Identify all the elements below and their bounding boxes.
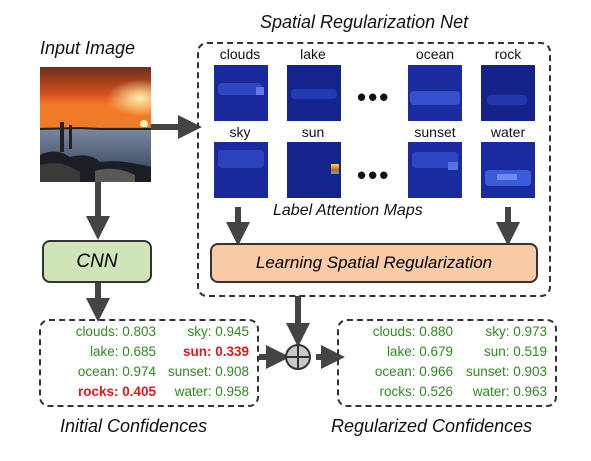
map-label-lake: lake: [300, 46, 326, 62]
sum-node: [285, 344, 311, 370]
initial-row-lake: lake: 0.685: [89, 344, 156, 359]
regularized-row-lake: lake: 0.679: [386, 344, 453, 359]
initial-row-clouds: clouds: 0.803: [75, 324, 156, 339]
initial-row-sky: sky: 0.945: [187, 324, 249, 339]
map-label-sky: sky: [229, 124, 251, 140]
input-image-title: Input Image: [40, 38, 136, 58]
attention-map-clouds: [214, 65, 268, 121]
spatial-net-title: Spatial Regularization Net: [260, 12, 469, 32]
initial-row-sunset: sunset: 0.908: [167, 364, 249, 379]
regularized-row-ocean: ocean: 0.966: [374, 364, 453, 379]
attention-map-sun: [287, 142, 341, 198]
cnn-label: CNN: [76, 250, 118, 272]
initial-row-water: water: 0.958: [174, 384, 249, 399]
regularized-row-rocks: rocks: 0.526: [379, 384, 453, 399]
regularized-row-sunset: sunset: 0.903: [465, 364, 547, 379]
map-label-clouds: clouds: [219, 46, 261, 62]
map-label-rock: rock: [494, 46, 522, 62]
regularized-row-water: water: 0.963: [472, 384, 547, 399]
initial-confidences-box: [39, 319, 259, 407]
map-label-sun: sun: [301, 124, 325, 140]
attention-map-water: [481, 142, 535, 198]
initial-confidences-title: Initial Confidences: [60, 416, 208, 436]
cnn-block: CNN: [42, 240, 152, 283]
learning-block: Learning Spatial Regularization: [210, 243, 538, 283]
regularized-confidences-box: [337, 319, 557, 407]
attention-map-rock: [481, 65, 535, 121]
regularized-confidences-title: Regularized Confidences: [331, 416, 533, 436]
initial-row-ocean: ocean: 0.974: [77, 364, 156, 379]
map-label-water: water: [490, 124, 526, 140]
regularized-row-sky: sky: 0.973: [485, 324, 547, 339]
spatial-net-box: [197, 42, 551, 297]
initial-row-rocks: rocks: 0.405: [77, 384, 156, 399]
attention-map-lake: [287, 65, 341, 121]
regularized-row-sun: sun: 0.519: [483, 344, 547, 359]
ellipsis-bottom: •••: [357, 160, 391, 190]
input-image: [40, 67, 151, 182]
attention-map-ocean: [408, 65, 462, 121]
attention-maps-title: Label Attention Maps: [273, 202, 423, 219]
map-label-sunset: sunset: [414, 124, 456, 140]
attention-map-sunset: [408, 142, 462, 198]
ellipsis-top: •••: [357, 82, 391, 112]
attention-map-sky: [214, 142, 268, 198]
learning-label: Learning Spatial Regularization: [255, 253, 493, 272]
regularized-row-clouds: clouds: 0.880: [372, 324, 453, 339]
initial-row-sun: sun: 0.339: [182, 344, 249, 359]
map-label-ocean: ocean: [415, 46, 455, 62]
